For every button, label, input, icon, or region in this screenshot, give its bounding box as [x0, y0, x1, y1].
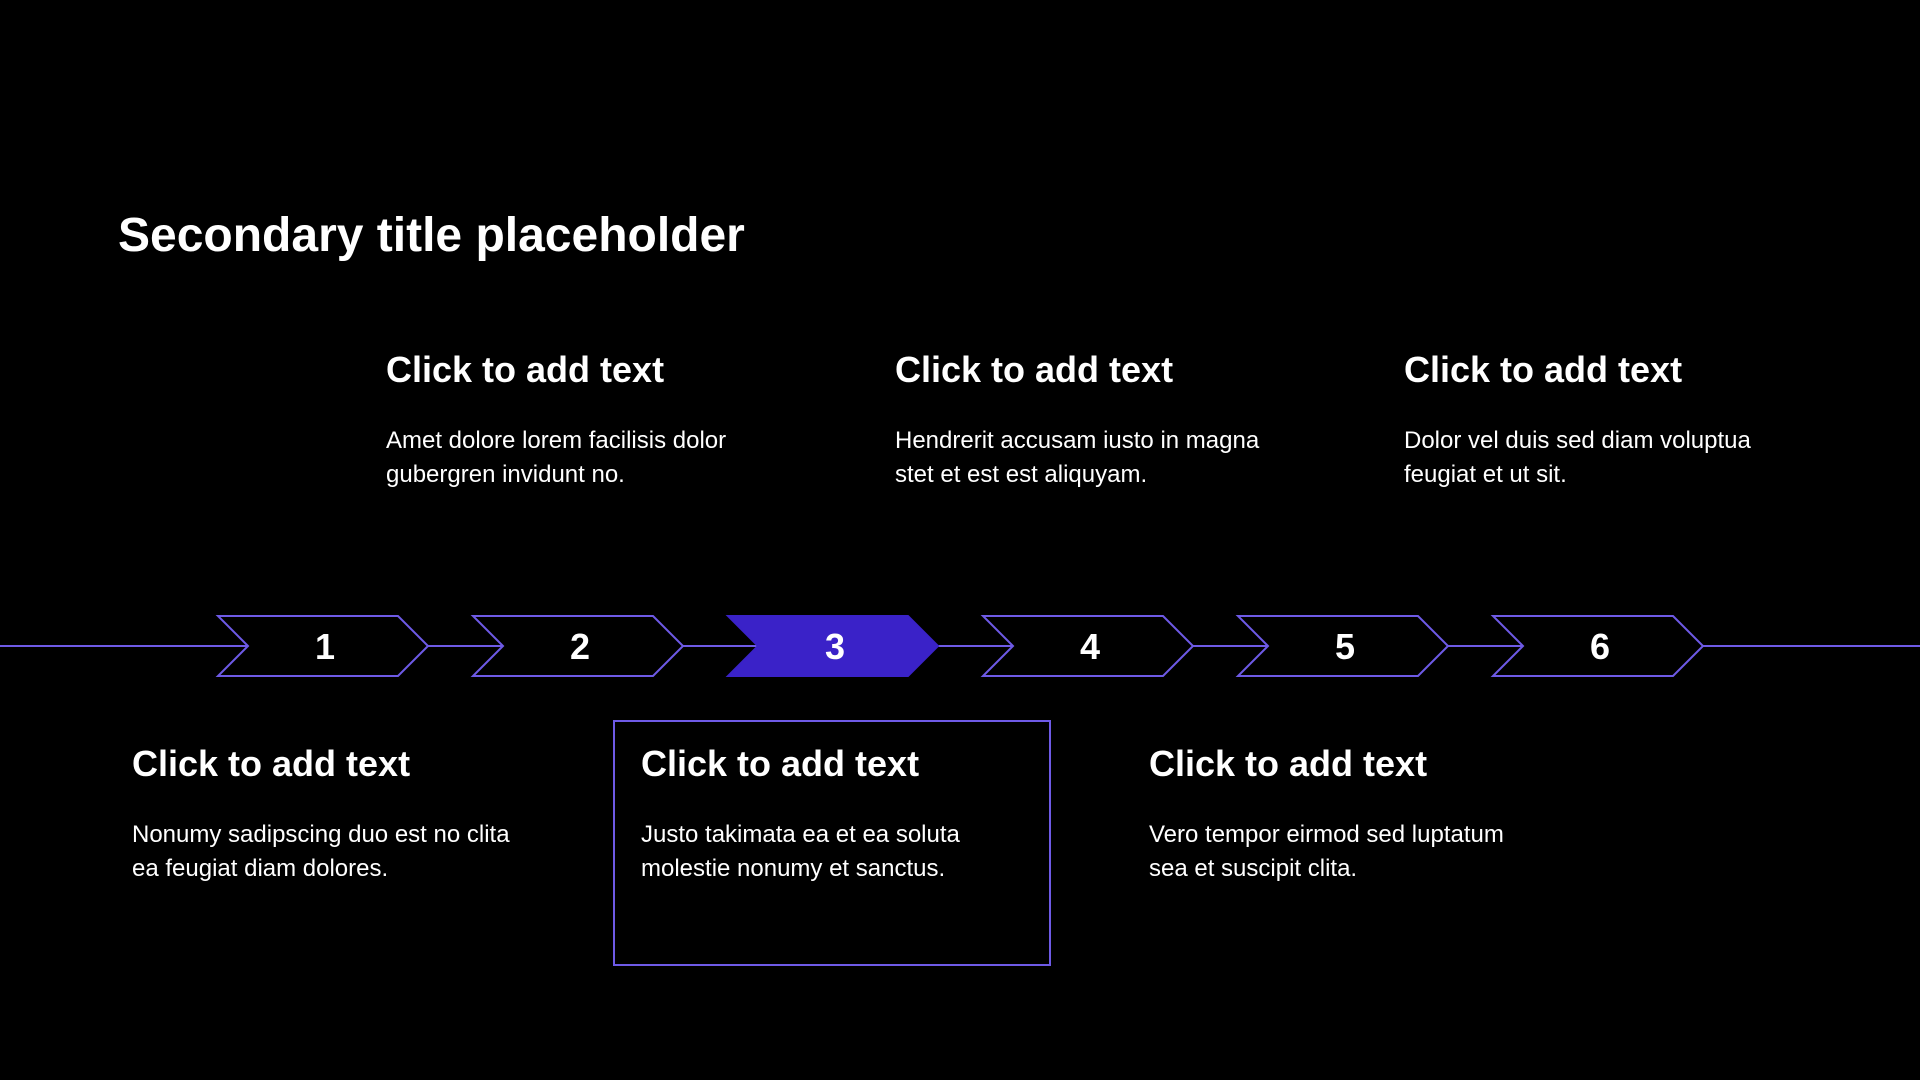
- step-number: 1: [315, 626, 335, 667]
- step-chevron[interactable]: [1235, 615, 1450, 677]
- block-body[interactable]: Vero tempor eirmod sed luptatum sea et s…: [1149, 821, 1504, 882]
- step-2[interactable]: 2: [470, 615, 685, 677]
- step-3[interactable]: 3: [725, 615, 940, 677]
- block-body[interactable]: Justo takimata ea et ea soluta molestie …: [641, 821, 960, 882]
- block-heading[interactable]: Click to add text: [386, 349, 665, 390]
- step-chevron[interactable]: [725, 615, 940, 677]
- step-5[interactable]: 5: [1235, 615, 1450, 677]
- step-number: 2: [570, 626, 590, 667]
- text-block-top-1[interactable]: Click to add text Amet dolore lorem faci…: [386, 348, 786, 492]
- text-block-top-3[interactable]: Click to add text Dolor vel duis sed dia…: [1404, 348, 1804, 492]
- step-6[interactable]: 6: [1490, 615, 1705, 677]
- step-4[interactable]: 4: [980, 615, 1195, 677]
- step-chevron[interactable]: [1490, 615, 1705, 677]
- block-body[interactable]: Dolor vel duis sed diam voluptua feugiat…: [1404, 427, 1751, 488]
- block-heading[interactable]: Click to add text: [641, 743, 920, 784]
- text-block-bottom-2[interactable]: Click to add text Justo takimata ea et e…: [641, 742, 1041, 886]
- block-heading[interactable]: Click to add text: [1404, 349, 1683, 390]
- step-number: 4: [1080, 626, 1100, 667]
- block-heading[interactable]: Click to add text: [132, 743, 411, 784]
- step-chevron[interactable]: [470, 615, 685, 677]
- timeline-layer: 1 2 3 4 5 6: [0, 615, 1920, 677]
- block-body[interactable]: Hendrerit accusam iusto in magna stet et…: [895, 427, 1260, 488]
- block-body[interactable]: Nonumy sadipscing duo est no clita ea fe…: [132, 821, 510, 882]
- step-1[interactable]: 1: [215, 615, 430, 677]
- step-chevron[interactable]: [980, 615, 1195, 677]
- block-heading[interactable]: Click to add text: [1149, 743, 1428, 784]
- text-block-bottom-3[interactable]: Click to add text Vero tempor eirmod sed…: [1149, 742, 1549, 886]
- slide-title[interactable]: Secondary title placeholder: [118, 209, 745, 262]
- text-block-top-2[interactable]: Click to add text Hendrerit accusam iust…: [895, 348, 1295, 492]
- step-number: 3: [825, 626, 845, 667]
- step-number: 5: [1335, 626, 1355, 667]
- highlight-box: [613, 720, 1051, 966]
- step-chevron[interactable]: [215, 615, 430, 677]
- block-heading[interactable]: Click to add text: [895, 349, 1174, 390]
- block-body[interactable]: Amet dolore lorem facilisis dolor guberg…: [386, 427, 727, 488]
- text-block-bottom-1[interactable]: Click to add text Nonumy sadipscing duo …: [132, 742, 532, 886]
- step-number: 6: [1590, 626, 1610, 667]
